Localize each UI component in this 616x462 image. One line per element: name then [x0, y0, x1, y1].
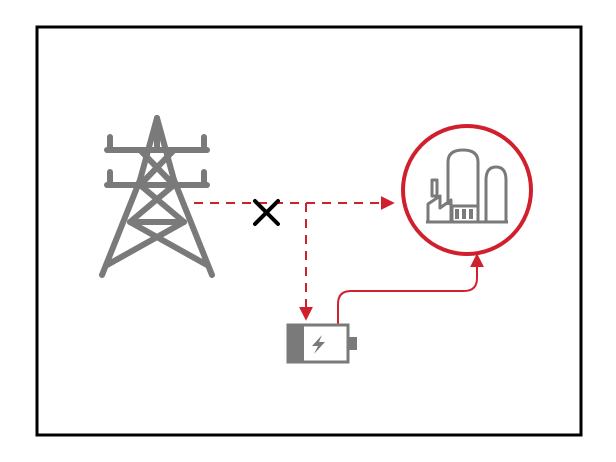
diagram-frame [35, 25, 583, 437]
lightning-bolt-icon [312, 335, 325, 354]
factory-window-group [455, 209, 473, 219]
storage-to-facility-line [337, 253, 484, 325]
facility-highlight-circle [401, 124, 533, 256]
transmission-tower-icon [99, 115, 215, 278]
battery-charging-icon [286, 323, 357, 364]
factory-icon [426, 148, 508, 224]
battery-level-fill [288, 325, 304, 362]
x-mark-icon [253, 199, 280, 226]
battery-terminal [349, 337, 357, 350]
